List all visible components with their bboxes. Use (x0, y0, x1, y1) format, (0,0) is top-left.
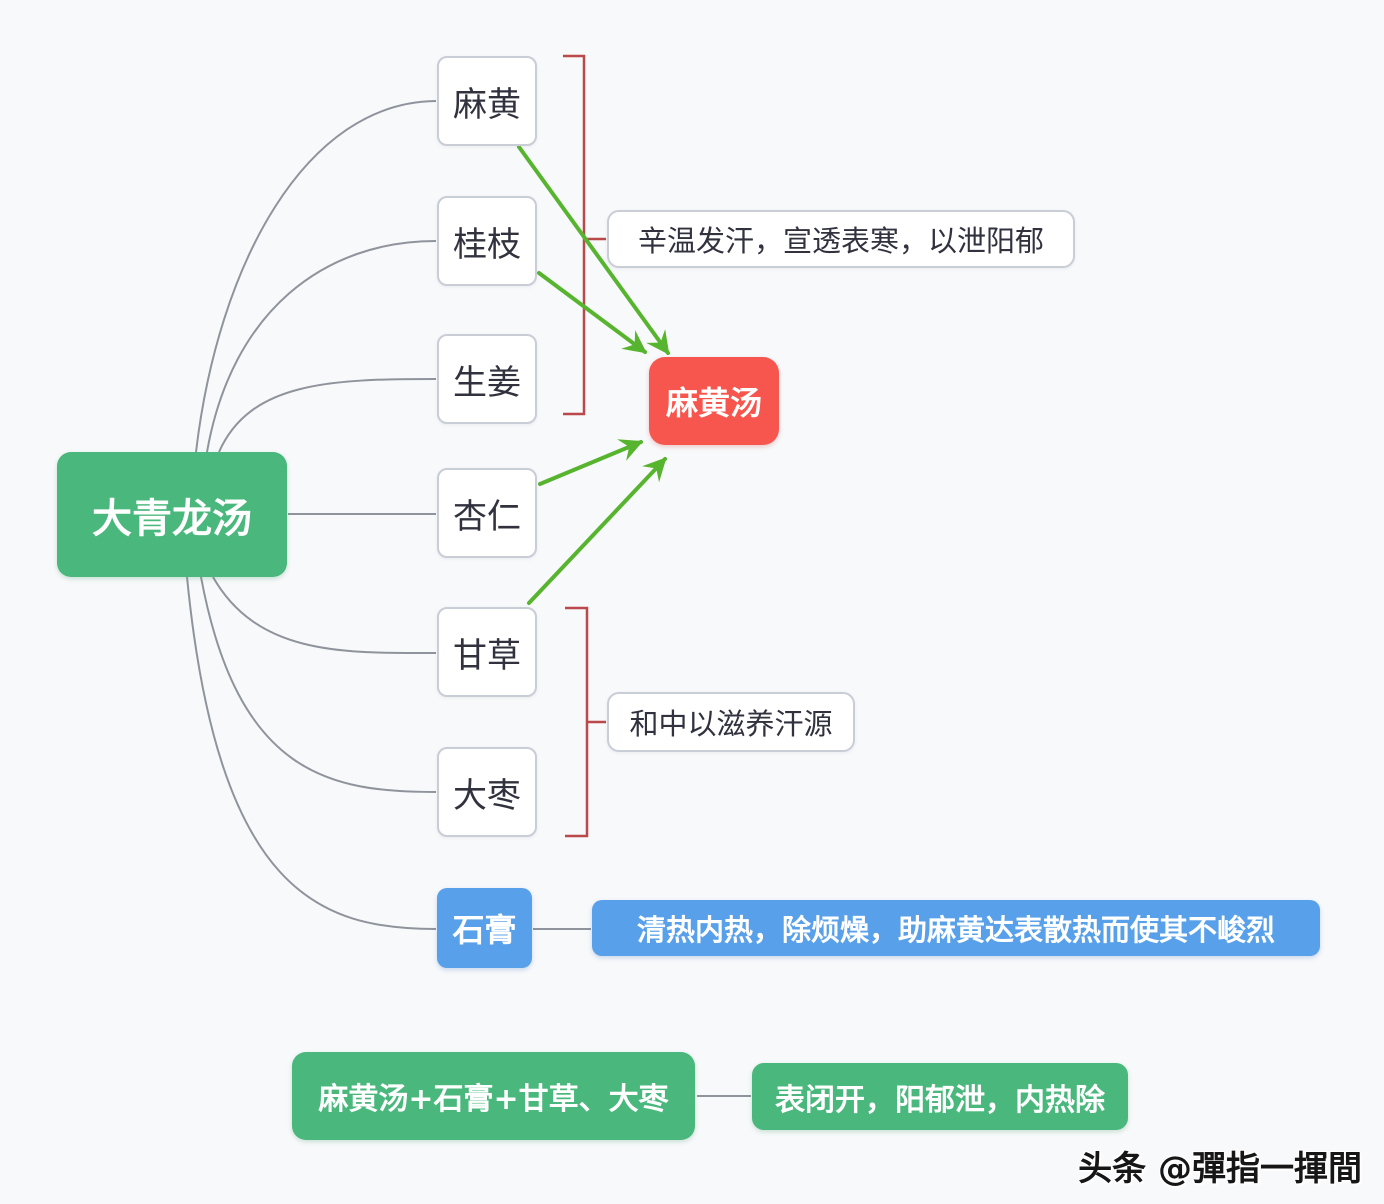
note-gypsum-clears-heat[interactable]: 清热内热，除烦燥，助麻黄达表散热而使其不峻烈 (592, 900, 1320, 956)
node-mahuangtang[interactable]: 麻黄汤 (649, 357, 779, 445)
arrow-mahuang-to-mahuangtang (517, 145, 670, 355)
node-dazao[interactable]: 大枣 (437, 747, 537, 837)
note-harmonize-middle[interactable]: 和中以滋养汗源 (607, 692, 855, 752)
arrow-xingren-to-mahuangtang (538, 439, 644, 486)
arrow-layer (517, 145, 670, 605)
node-gancao[interactable]: 甘草 (437, 607, 537, 697)
node-shigao[interactable]: 石膏 (437, 888, 532, 968)
branch-root-to-guizhi (206, 240, 437, 453)
bracket-harmonize-group (565, 606, 606, 838)
node-guizhi[interactable]: 桂枝 (437, 196, 537, 286)
note-warm-acrid-sweating[interactable]: 辛温发汗，宣透表寒，以泄阳郁 (607, 210, 1075, 268)
node-mahuang[interactable]: 麻黄 (437, 56, 537, 146)
node-daqinglongtang[interactable]: 大青龙汤 (57, 452, 287, 577)
branch-root-to-gancao (212, 576, 437, 655)
arrow-gancao-to-mahuangtang (527, 457, 667, 605)
bracket-harmonize (565, 606, 589, 838)
watermark-text: 头条 @彈指一揮間 (1078, 1148, 1362, 1189)
node-shengjiang[interactable]: 生姜 (437, 334, 537, 424)
branch-root-to-shigao (186, 576, 437, 930)
node-xingren[interactable]: 杏仁 (437, 468, 537, 558)
branch-curves (186, 100, 751, 1097)
branch-root-to-shengjiang (218, 378, 437, 453)
arrow-guizhi-to-mahuangtang (537, 271, 647, 354)
branch-root-to-mahuang (195, 100, 437, 453)
node-formula-effect[interactable]: 表闭开，阳郁泄，内热除 (752, 1063, 1128, 1130)
branch-root-to-dazao (200, 576, 437, 793)
node-formula-composition[interactable]: 麻黄汤+石膏+甘草、大枣 (292, 1052, 695, 1140)
